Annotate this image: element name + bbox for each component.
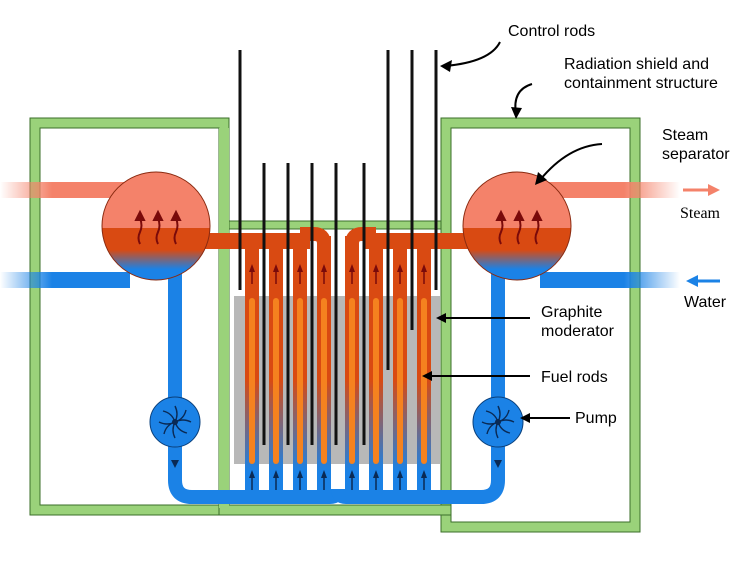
- fuel-rod: [321, 298, 327, 464]
- steam-arrow-icon: [683, 184, 720, 196]
- fuel-rod: [297, 298, 303, 464]
- pump-left: [149, 396, 201, 448]
- leader-lines: [426, 41, 603, 419]
- fuel-rod: [349, 298, 355, 464]
- steam-arrow: [421, 264, 427, 272]
- fuel-channels: [222, 227, 448, 504]
- water-arrow-icon: [686, 275, 720, 287]
- label-separator-line2: separator: [662, 146, 730, 163]
- steam-arrow: [397, 264, 403, 272]
- drum-steam-arrows: [134, 209, 543, 245]
- water-arrow: [373, 470, 379, 478]
- label-graphite-line2: moderator: [541, 323, 615, 340]
- control-rods: [238, 50, 438, 445]
- steam-arrow: [373, 264, 379, 272]
- label-pump: Pump: [575, 410, 617, 427]
- label-graphite-line1: Graphite: [541, 304, 602, 321]
- label-shield-line1: Radiation shield and: [564, 56, 709, 73]
- steam-arrow: [249, 264, 255, 272]
- fuel-rod: [249, 298, 255, 464]
- water-inlet-pipe: [540, 272, 680, 288]
- water-arrow: [421, 470, 427, 478]
- label-separator-line1: Steam: [662, 127, 708, 144]
- label-steam: Steam: [680, 205, 721, 222]
- fuel-rod: [373, 298, 379, 464]
- fuel-rod: [397, 298, 403, 464]
- downcomer-arrows: [171, 460, 502, 468]
- water-arrow: [321, 470, 327, 478]
- water-arrow: [249, 470, 255, 478]
- label-shield-line2: containment structure: [564, 75, 718, 92]
- water-arrow: [397, 470, 403, 478]
- steam-arrow: [273, 264, 279, 272]
- label-control-rods: Control rods: [508, 23, 595, 40]
- steam-arrow: [321, 264, 327, 272]
- leader-arrowheads: [422, 60, 547, 423]
- downcomer-pipes: [168, 262, 505, 504]
- label-fuel-rods: Fuel rods: [541, 369, 608, 386]
- water-arrow: [273, 470, 279, 478]
- steam-separator-right: [462, 171, 572, 281]
- pump-right: [472, 396, 524, 448]
- label-water: Water: [684, 294, 727, 311]
- fuel-rod: [421, 298, 427, 464]
- fuel-rod: [273, 298, 279, 464]
- steam-outlet-pipe: [540, 182, 680, 198]
- steam-arrow: [297, 264, 303, 272]
- steam-arrow: [349, 264, 355, 272]
- water-arrow: [349, 470, 355, 478]
- water-arrow: [297, 470, 303, 478]
- water-inlet-pipe-left: [0, 272, 130, 288]
- steam-separator-left: [101, 171, 211, 281]
- steam-inlet-pipe-left: [0, 182, 130, 198]
